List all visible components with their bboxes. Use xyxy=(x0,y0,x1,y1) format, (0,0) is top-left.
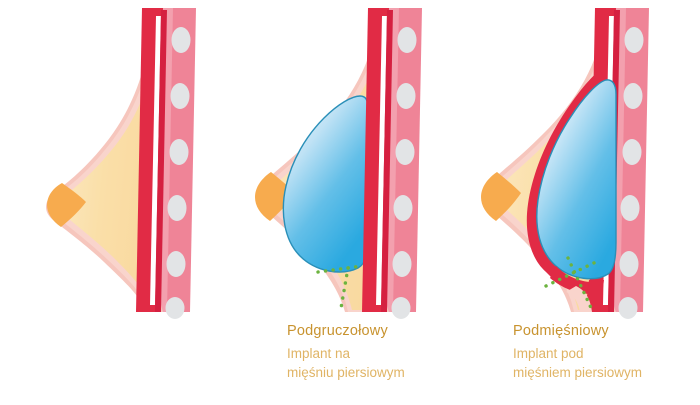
caption-subglandular: Podgruczołowy Implant na mięśniu piersio… xyxy=(287,322,487,382)
caption-subglandular-title: Podgruczołowy xyxy=(287,323,388,339)
caption-submuscular-line1: Implant pod xyxy=(513,346,584,362)
caption-submuscular-line2: mięśniem piersiowym xyxy=(513,365,643,381)
caption-subglandular-line1: Implant na xyxy=(287,346,351,362)
panel-subglandular-placement xyxy=(253,6,424,321)
caption-subglandular-line2: mięśniu piersiowym xyxy=(287,365,405,381)
caption-submuscular-title: Podmięśniowy xyxy=(513,323,609,339)
panel-submuscular-placement xyxy=(479,6,651,321)
caption-submuscular: Podmięśniowy Implant pod mięśniem piersi… xyxy=(513,322,700,382)
panel-normal-anatomy xyxy=(46,8,196,319)
